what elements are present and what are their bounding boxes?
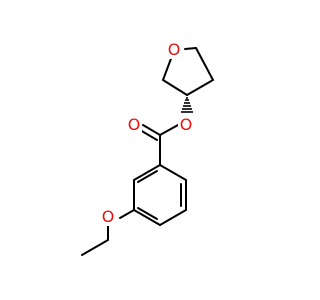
bond-ch2-ch3 — [81, 239, 109, 256]
stereo-hashed-bond — [181, 97, 193, 113]
ethoxy-group — [81, 209, 135, 256]
carbonyl-double-1 — [142, 124, 161, 136]
atom-labels: O O O O — [100, 39, 194, 226]
structure-diagram: O O O O — [81, 39, 214, 256]
carbonyl-double-2 — [139, 129, 158, 141]
bond-ring-oxygen — [119, 209, 135, 219]
ester-oxygen-label: O — [180, 115, 193, 134]
benzene-ring — [133, 164, 187, 226]
ether-oxygen-label: O — [102, 207, 115, 226]
bond-o-c1 — [184, 47, 197, 50]
bond-c2-c3 — [186, 79, 214, 96]
thf-ring — [162, 47, 214, 96]
bond-c1-c2 — [195, 47, 214, 81]
ester-group — [139, 124, 179, 166]
carbonyl-oxygen-label: O — [128, 115, 141, 134]
bond-c3-c4 — [162, 79, 188, 96]
bond-c4-o — [162, 55, 173, 81]
bond-o-carbonyl-carbon — [159, 124, 179, 136]
ring-oxygen-label: O — [168, 40, 181, 59]
